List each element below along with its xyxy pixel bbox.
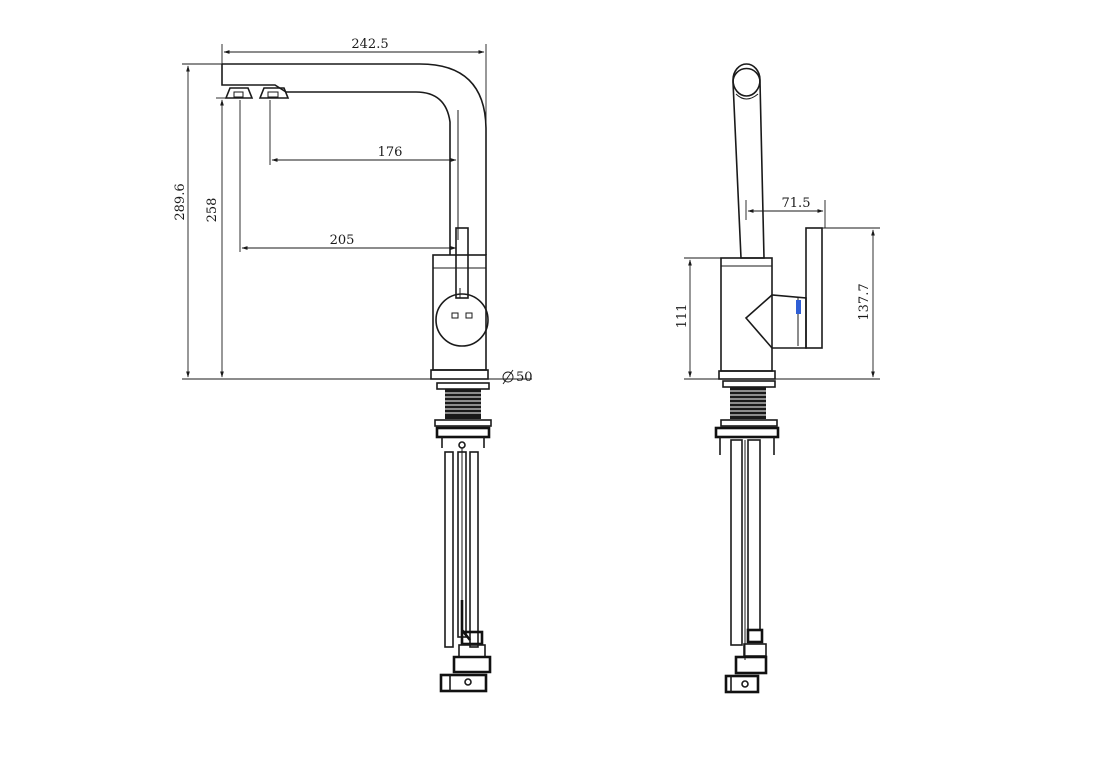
dim-outlet-b-reach: 205: [330, 233, 355, 248]
side-dimensions: 71.5 137.7 111: [675, 196, 880, 380]
side-hoses: [730, 439, 761, 660]
side-handle-lever: [805, 227, 823, 349]
dim-outlet-a-reach: 176: [378, 145, 403, 160]
front-handle-disc: [435, 293, 489, 347]
dim-body-height: 111: [675, 304, 690, 329]
side-spout: [732, 67, 765, 259]
front-hoses: [444, 448, 479, 648]
front-shank: [434, 382, 492, 449]
front-handle: [455, 227, 469, 299]
front-aerator-left: [224, 87, 254, 99]
front-body: [432, 254, 487, 371]
side-hose-fittings: [724, 628, 768, 694]
side-body: [720, 257, 773, 372]
dim-total-height: 289.6: [173, 183, 188, 220]
dim-handle-offset: 71.5: [782, 196, 811, 211]
front-hose-fittings: [439, 630, 492, 693]
dim-handle-height: 137.7: [857, 283, 872, 320]
front-spout-inner: [221, 64, 451, 255]
dim-outlet-height: 258: [205, 198, 220, 223]
side-view: [714, 63, 823, 694]
dim-base-diameter: 50: [516, 370, 533, 385]
side-shank: [714, 380, 780, 455]
front-dimensions: 242.5 176 205 289.6 258 50: [173, 37, 533, 385]
front-aerator-right: [258, 87, 290, 99]
side-color-indicator: [796, 300, 801, 314]
dim-spout-reach: 242.5: [351, 37, 388, 52]
front-view: [221, 63, 530, 693]
